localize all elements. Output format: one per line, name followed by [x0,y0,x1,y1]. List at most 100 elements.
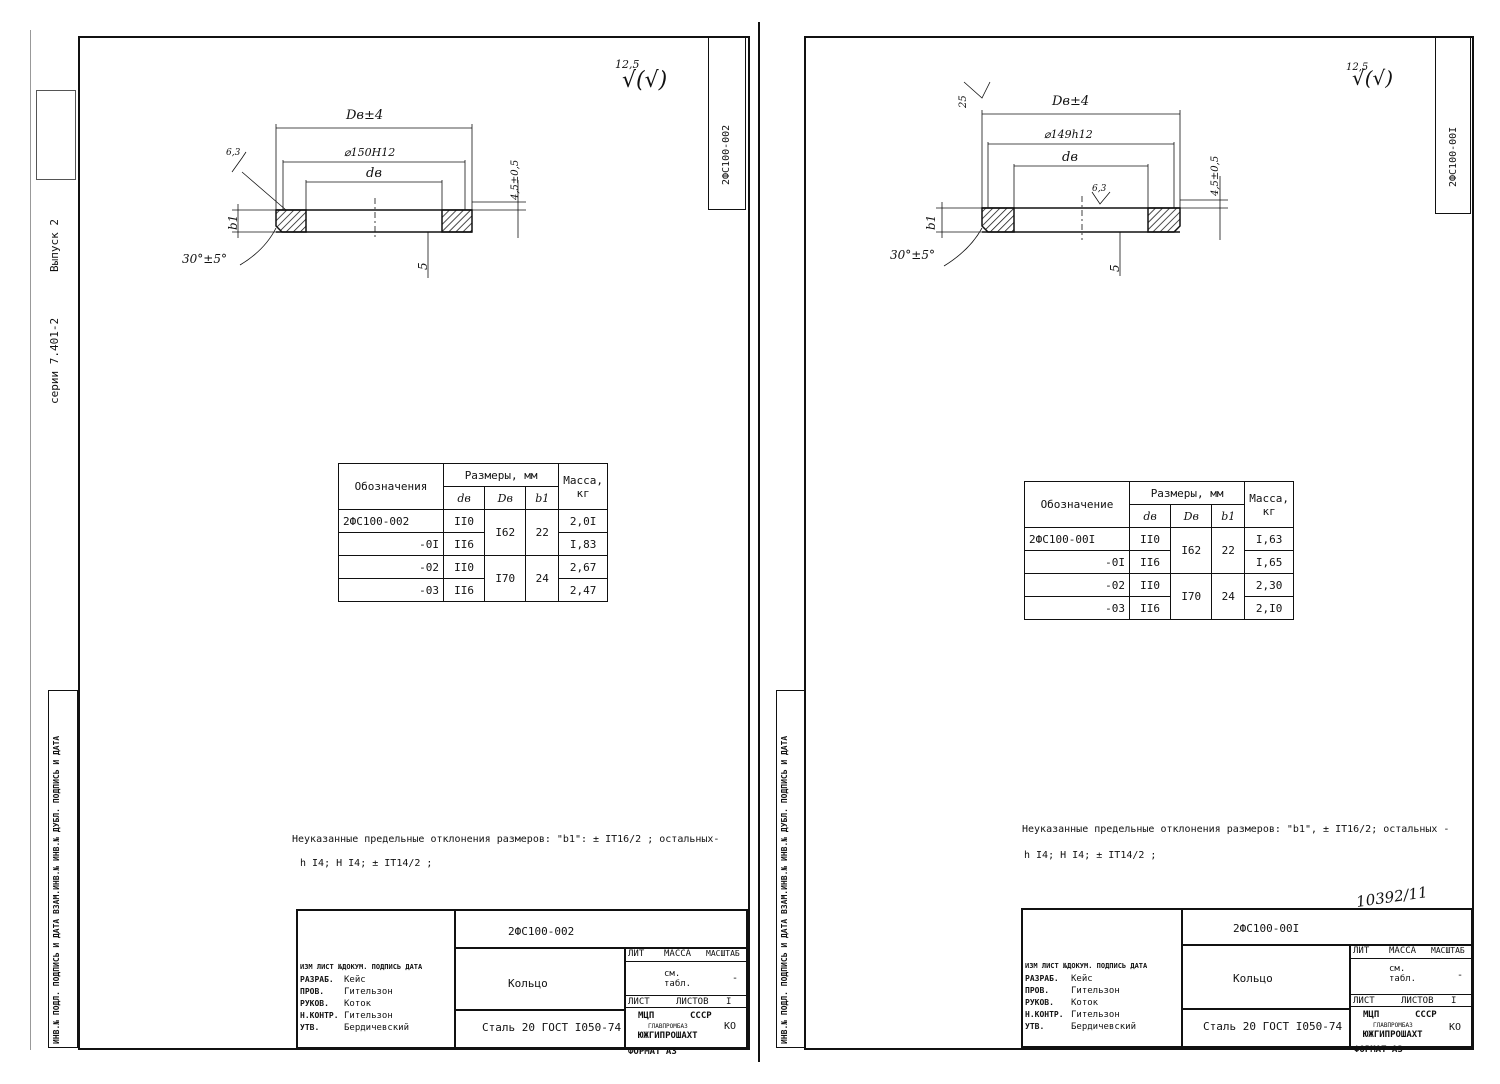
tb-sheets: ЛИСТОВ [1401,996,1434,1006]
left-dim-rough-small: 6,3 [226,148,241,158]
tb-name-3: Гительзон [344,1011,393,1021]
tb-divider-h [454,947,746,949]
right-roughness-value: 12,5 [1346,62,1369,73]
right-sizes-table: Обозначение Размеры, мм Масса, кг dв Dв … [1024,481,1294,620]
tb-name-0: Кейс [1071,974,1093,984]
tb-lit: ЛИТ [628,949,645,959]
tb-name-1: Гительзон [344,987,393,997]
right-corner-code: 2ФС100-00I [1448,126,1459,187]
tb-role-4: УТВ. [300,1023,320,1032]
left-dim-bottom: 5 [416,262,430,270]
table-header-designation: Обозначение [1024,481,1130,528]
tb-scale-value: - [732,973,739,984]
table-header-sizes: Размеры, мм [442,463,560,487]
tb-divider-v [1181,910,1183,1046]
tb-org1: МЦП [1363,1010,1380,1020]
right-dim-b1: b1 [924,214,938,230]
tb-material: Сталь 20 ГОСТ I050-74 [1203,1020,1343,1033]
tb-role-2: РУКОВ. [1025,998,1054,1007]
tb-material: Сталь 20 ГОСТ I050-74 [482,1021,622,1034]
right-dim-outer: Dв±4 [1052,94,1090,109]
tb-role-1: ПРОВ. [300,987,325,996]
tb-mass-value: см. табл. [664,969,692,989]
right-sheet-frame [804,36,1474,1050]
right-dim-mid: ⌀149h12 [1044,128,1093,141]
tb-name-0: Кейс [344,975,366,985]
left-format: ФОРМАТ А3 [628,1047,677,1057]
table-header-d: dв [1128,504,1172,528]
tb-divider-h5 [624,1007,746,1008]
right-note-line2: h I4; H I4; ± IT14/2 ; [1024,850,1157,861]
tb-sheets-value: I [726,997,732,1007]
tb-divider-v2 [1349,944,1351,1046]
tb-name-2: Коток [344,999,372,1009]
table-header-designation: Обозначения [338,463,444,510]
tb-org-code: КО [1449,1022,1462,1033]
tb-name: Кольцо [508,977,548,990]
stamp-box [36,90,76,180]
left-dim-b1: b1 [226,214,240,230]
tb-org2: СССР [1415,1010,1437,1020]
tb-scale: МАСШТАБ [706,949,740,958]
left-side-stamp: ИНВ.№ ПОДЛ. ПОДПИСЬ И ДАТА ВЗАМ.ИНВ.№ ИН… [52,735,61,1044]
tb-header: ИЗМ ЛИСТ №ДОКУМ. ПОДПИСЬ ДАТА [1025,962,1148,970]
right-dim-rough-top: 25 [958,95,969,108]
right-format: ФОРМАТ А3 [1354,1045,1403,1055]
center-gutter-line [758,22,760,1062]
table-header-D: Dв [484,486,527,510]
left-dim-angle: 30°±5° [182,252,227,266]
left-corner-code: 2ФС100-002 [721,124,732,185]
tb-divider-h2 [1181,1008,1349,1010]
tb-divider-v [454,911,456,1047]
left-note-line2: h I4; H I4; ± IT14/2 ; [300,858,433,869]
table-row: -03 II6 2,I0 [1024,596,1294,620]
tb-name-4: Бердичевский [344,1023,410,1033]
left-note-line1: Неуказанные предельные отклонения размер… [292,834,720,845]
tb-role-3: Н.КОНТР. [1025,1010,1064,1019]
tb-divider-v2 [624,947,626,1047]
table-row: 2ФС100-002 II0 I62 22 2,0I [338,509,608,556]
right-note-line1: Неуказанные предельные отклонения размер… [1022,824,1450,835]
table-header-b: b1 [525,486,560,510]
left-dim-outer: Dв±4 [346,108,384,123]
tb-name-2: Коток [1071,998,1099,1008]
left-title-block: 2ФС100-002 Кольцо Сталь 20 ГОСТ I050-74 … [296,909,748,1049]
table-header-sizes: Размеры, мм [1128,481,1246,505]
right-ring-section-drawing [936,81,1228,276]
tb-divider-h2 [454,1009,624,1011]
tb-role-3: Н.КОНТР. [300,1011,339,1020]
right-dim-bottom: 5 [1108,264,1122,272]
left-dim-chamfer: 4,5±0,5 [510,159,521,200]
issue-label: Выпуск 2 [48,219,61,272]
right-roughness-symbol: √(√) [1352,66,1394,90]
series-label: серии 7.401-2 [48,317,61,404]
tb-scale-value: - [1457,970,1464,981]
tb-name: Кольцо [1233,972,1273,985]
table-row: -03 II6 2,47 [338,578,608,602]
left-dim-inner: dв [366,166,382,181]
left-sizes-table: Обозначения Размеры, мм Масса, кг dв Dв … [338,463,608,602]
tb-mass: МАССА [1389,946,1417,956]
tb-header: ИЗМ ЛИСТ №ДОКУМ. ПОДПИСЬ ДАТА [300,963,423,971]
tb-org1: МЦП [638,1011,655,1021]
right-dim-chamfer: 4,5±0,5 [1210,155,1221,196]
table-header-mass: Масса, кг [558,463,608,510]
right-title-block: 2ФС100-00I Кольцо Сталь 20 ГОСТ I050-74 … [1021,908,1473,1048]
tb-org4: ЮЖГИПРОШАХТ [1363,1030,1423,1040]
tb-org2: СССР [690,1011,712,1021]
tb-org-code: КО [724,1021,737,1032]
tb-code: 2ФС100-002 [508,925,575,938]
left-roughness-symbol: √(√) [622,68,668,93]
tb-name-1: Гительзон [1071,986,1120,996]
tb-divider-h [1181,944,1471,946]
table-row: -0I II6 I,83 [338,532,608,556]
left-binding-line [30,30,31,1050]
tb-sheets: ЛИСТОВ [676,997,709,1007]
table-row: -02 II0 I70 24 2,30 [1024,573,1294,620]
right-dim-inner: dв [1062,150,1078,165]
tb-org4: ЮЖГИПРОШАХТ [638,1031,698,1041]
tb-role-0: РАЗРАБ. [300,975,334,984]
tb-scale: МАСШТАБ [1431,946,1465,955]
tb-sheet: ЛИСТ [1353,996,1375,1006]
tb-sheet: ЛИСТ [628,997,650,1007]
